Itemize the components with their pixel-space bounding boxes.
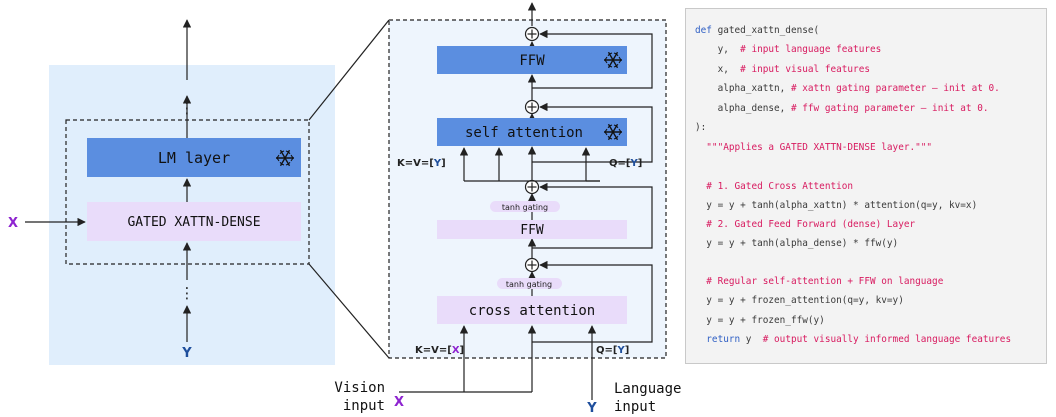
- kv-bottom-label: K=V=[X]: [415, 345, 464, 356]
- plus-node-2: [524, 99, 540, 115]
- code-line-5: alpha_dense, # ffw gating parameter – in…: [695, 103, 989, 114]
- cross-attention-label: cross attention: [469, 303, 595, 319]
- vision-x-var: X: [394, 395, 404, 410]
- tanh-gating-top-label: tanh gating: [502, 203, 548, 212]
- skip-connection-ffw-gated: [532, 182, 653, 249]
- left-y-label: Y: [181, 346, 192, 361]
- code-line-2: y, # input language features: [695, 44, 882, 55]
- code-line-7: """Applies a GATED XATTN-DENSE layer.""": [695, 142, 933, 153]
- kv-top-label: K=V=[Y]: [397, 158, 446, 169]
- code-line-13: y = y + frozen_attention(q=y, kv=y): [695, 295, 904, 306]
- zoom-line-top: [308, 19, 390, 121]
- code-line-12: # Regular self-attention + FFW on langua…: [695, 276, 944, 287]
- q-top-label: Q=[Y]: [609, 158, 642, 169]
- ffw-frozen-label: FFW: [519, 53, 545, 69]
- q-bottom-label: Q=[Y]: [596, 345, 629, 356]
- skip-connection-ffw-top: [532, 29, 653, 89]
- code-line-15: return y # output visually informed lang…: [695, 334, 1012, 345]
- ffw-gated-label: FFW: [520, 223, 544, 238]
- vision-input-label-1: Vision: [334, 380, 385, 396]
- language-input-label-2: input: [614, 399, 656, 415]
- code-line-3: x, # input visual features: [695, 64, 870, 75]
- code-line-14: y = y + frozen_ffw(y): [695, 315, 825, 326]
- ffw-gated-block: [437, 220, 627, 239]
- code-panel: def gated_xattn_dense( y, # input langua…: [685, 8, 1047, 364]
- plus-node-4: [524, 257, 540, 273]
- left-x-label: X: [8, 216, 18, 231]
- vision-input-label-2: input: [343, 398, 385, 414]
- language-y-var: Y: [586, 401, 597, 416]
- skip-connection-self-attention: [532, 102, 653, 163]
- language-input-label-1: Language: [614, 381, 681, 397]
- code-line-11: y = y + tanh(alpha_dense) * ffw(y): [695, 238, 899, 249]
- plus-node-3: [524, 179, 540, 195]
- zoom-line-bottom: [308, 263, 390, 359]
- lm-layer-block: [87, 138, 301, 177]
- code-line-10: # 2. Gated Feed Forward (dense) Layer: [695, 219, 916, 230]
- code-line-1: def gated_xattn_dense(: [695, 25, 820, 36]
- gated-xattn-dense-block: [87, 202, 301, 241]
- left-dots-bottom: ⋮: [180, 284, 195, 302]
- code-line-8: # 1. Gated Cross Attention: [695, 181, 854, 192]
- lm-layer-label: LM layer: [158, 149, 230, 167]
- plus-node-1: [524, 26, 540, 42]
- cross-attention-block: [437, 296, 627, 324]
- code-line-9: y = y + tanh(alpha_xattn) * attention(q=…: [695, 200, 978, 211]
- tanh-gating-bottom-label: tanh gating: [506, 280, 552, 289]
- tanh-gating-top-pill: [490, 201, 560, 212]
- code-line-6: ):: [695, 122, 707, 133]
- self-attention-block: [437, 118, 627, 146]
- ffw-frozen-block: [437, 46, 627, 74]
- tanh-gating-bottom-pill: [497, 278, 562, 289]
- gated-xattn-dense-label: GATED XATTN-DENSE: [127, 215, 260, 230]
- code-line-4: alpha_xattn, # xattn gating parameter – …: [695, 83, 1000, 94]
- self-attention-label: self attention: [465, 125, 583, 141]
